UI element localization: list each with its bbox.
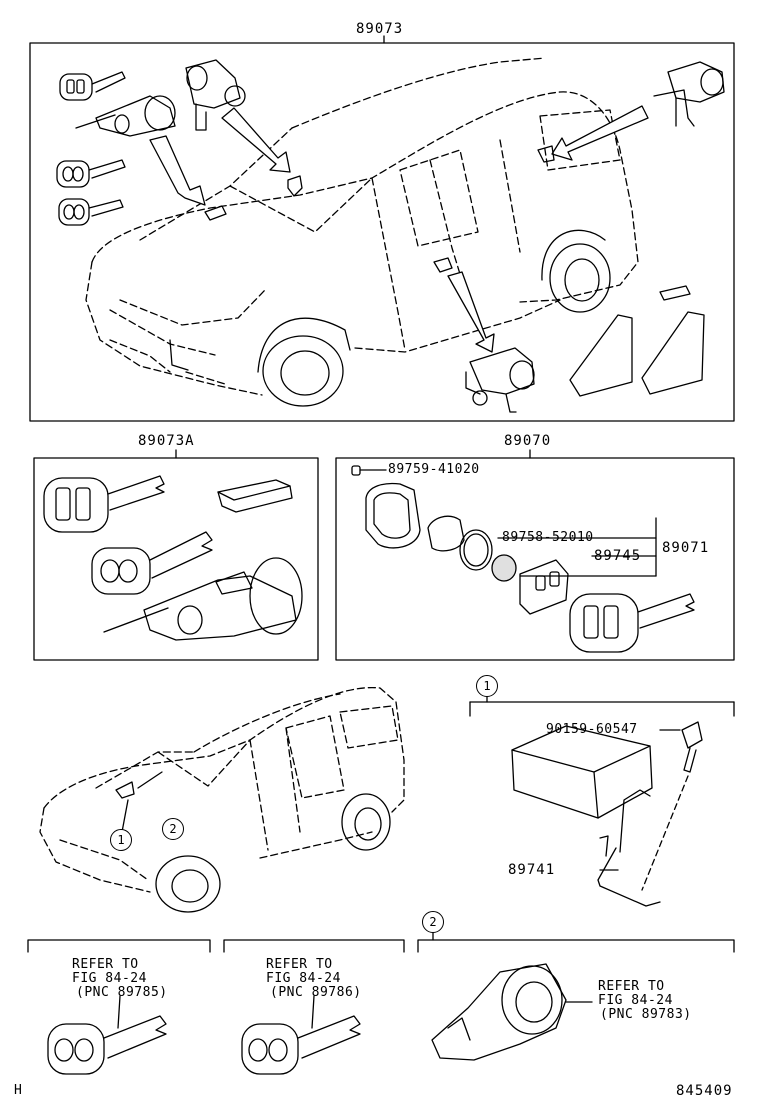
label-89741: 89741: [508, 862, 556, 878]
diagram-id: 845409: [676, 1083, 733, 1099]
label-89745: 89745: [594, 548, 642, 564]
label-89073a: 89073A: [138, 433, 195, 449]
label-89759-41020: 89759-41020: [388, 462, 480, 477]
vehicle-main: [85, 57, 639, 396]
label-89071: 89071: [662, 540, 710, 556]
ignition-cylinder-top: [75, 59, 246, 137]
key-bottom-2: [241, 995, 361, 1075]
label-89073: 89073: [356, 21, 404, 37]
ref-1-line1: REFER TO: [72, 957, 139, 972]
callout-2-switch: 2: [422, 911, 444, 933]
frame-89073a: [33, 449, 319, 661]
vehicle-middle-wheels: [115, 771, 391, 913]
ref-3-line1: REFER TO: [598, 979, 665, 994]
vehicle-middle: [39, 686, 405, 893]
callout-2-vehicle: 2: [162, 818, 184, 840]
ref-1-line2: FIG 84-24: [72, 971, 147, 986]
label-89070: 89070: [504, 433, 552, 449]
ref-2-line3: (PNC 89786): [270, 985, 362, 1000]
bolt-dashed-guide: [641, 775, 689, 891]
ref-3-line3: (PNC 89783): [600, 1007, 692, 1022]
kit-a-parts: [43, 475, 303, 641]
corner-mark: H: [14, 1083, 23, 1098]
ref-2-line2: FIG 84-24: [266, 971, 341, 986]
door-lock-cylinder-right: [653, 61, 725, 127]
ref-2-line1: REFER TO: [266, 957, 333, 972]
pointer-arrows: [149, 105, 649, 353]
frame-89070: [335, 449, 735, 661]
remote-kit-parts: [351, 465, 695, 653]
ignition-switch-bottom: [431, 963, 593, 1061]
ref-1-line3: (PNC 89785): [76, 985, 168, 1000]
keys-top-left: [56, 71, 126, 226]
trim-pieces: [569, 285, 705, 397]
section-2-rules: [27, 931, 735, 953]
latch-marks: [204, 145, 555, 273]
vehicle-main-wheels: [169, 229, 611, 407]
door-lock-cylinder-bottom: [465, 347, 535, 413]
callout-1-ecu: 1: [476, 675, 498, 697]
label-89758-52010: 89758-52010: [502, 530, 594, 545]
key-bottom-1: [47, 995, 167, 1075]
frame-89073: [29, 35, 735, 422]
callout-1-vehicle: 1: [110, 829, 132, 851]
ecu-detail-frame: [469, 693, 735, 717]
ref-3-line2: FIG 84-24: [598, 993, 673, 1008]
ecu-unit: [511, 721, 703, 907]
label-90159-60547: 90159-60547: [546, 722, 638, 737]
